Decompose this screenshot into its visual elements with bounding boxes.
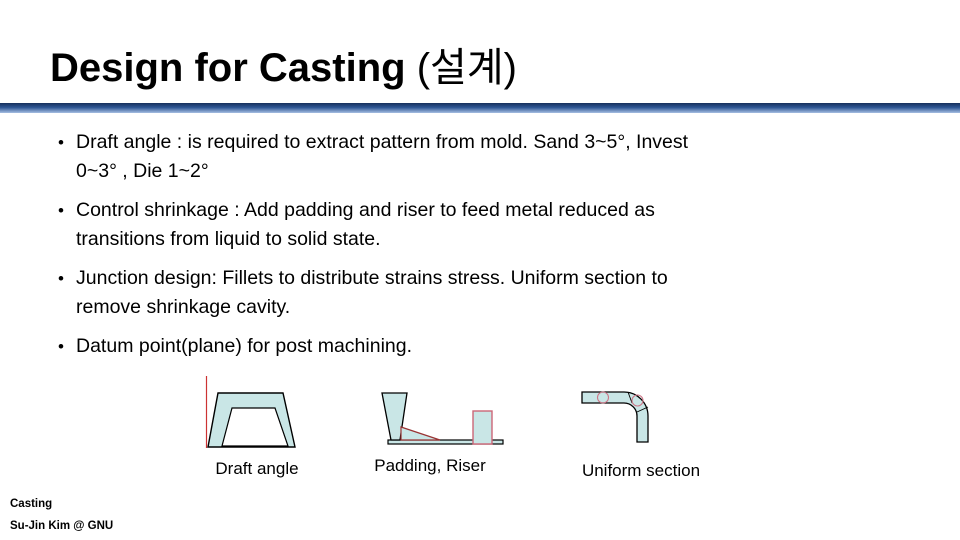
bullet-line: transitions from liquid to solid state. bbox=[76, 228, 381, 250]
page-title-main: Design for Casting bbox=[50, 46, 417, 90]
caption-draft-angle: Draft angle bbox=[215, 459, 299, 478]
page-title: Design for Casting (설계) bbox=[50, 48, 517, 88]
bullet-line: 0~3° , Die 1~2° bbox=[76, 160, 209, 182]
inscribed-circle-straight bbox=[596, 391, 610, 404]
bullet-item-junction-design: Junction design: Fillets to distribute s… bbox=[57, 264, 857, 322]
page-title-korean: (설계) bbox=[416, 46, 517, 90]
bullet-item-control-shrinkage: Control shrinkage : Add padding and rise… bbox=[57, 196, 857, 254]
pipe-seam-vertical bbox=[636, 406, 649, 413]
bullet-line: remove shrinkage cavity. bbox=[76, 296, 291, 318]
bullet-item-datum-point: Datum point(plane) for post machining. bbox=[57, 332, 857, 361]
bullet-line: Control shrinkage : Add padding and rise… bbox=[76, 199, 655, 221]
bullet-line: Junction design: Fillets to distribute s… bbox=[76, 267, 668, 289]
bullet-item-draft-angle: Draft angle : is required to extract pat… bbox=[57, 128, 857, 186]
draft-angle-diagram bbox=[205, 376, 296, 448]
footer-topic: Casting bbox=[10, 498, 53, 510]
padding-riser-diagram bbox=[381, 392, 504, 445]
title-divider-rule bbox=[0, 103, 960, 113]
inscribed-circle-elbow bbox=[631, 394, 644, 407]
riser-block bbox=[472, 410, 493, 445]
bullet-line: Draft angle : is required to extract pat… bbox=[76, 131, 689, 153]
elbow-pipe bbox=[581, 391, 649, 443]
footer-credit: Su-Jin Kim @ GNU bbox=[10, 520, 114, 532]
caption-padding-riser: Padding, Riser bbox=[374, 456, 486, 475]
caption-uniform-section: Uniform section bbox=[581, 461, 701, 480]
uniform-section-diagram bbox=[581, 391, 649, 443]
bullet-list: Draft angle : is required to extract pat… bbox=[57, 128, 857, 371]
bullet-line: Datum point(plane) for post machining. bbox=[76, 335, 413, 357]
padding-wedge bbox=[400, 426, 441, 441]
draft-inner-cavity bbox=[221, 407, 289, 447]
pipe-seam-horizontal bbox=[627, 391, 633, 404]
base-plate bbox=[387, 439, 504, 445]
